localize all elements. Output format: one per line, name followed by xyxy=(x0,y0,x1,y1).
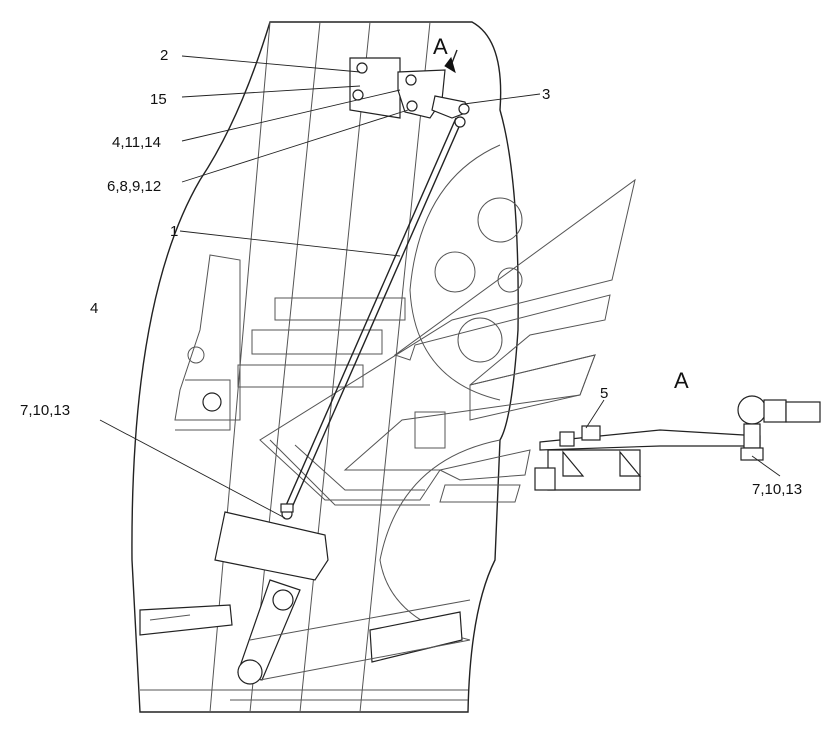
callout-2: 2 xyxy=(160,47,168,64)
callout-4-11-14: 4,11,14 xyxy=(112,134,161,151)
detail-view-a xyxy=(534,395,821,491)
left-lug xyxy=(174,254,241,431)
detail-view-label: A xyxy=(674,368,689,393)
callout-3: 3 xyxy=(542,86,550,103)
lower-lever xyxy=(139,511,471,685)
leader-lines xyxy=(99,55,781,519)
view-arrow-label: A xyxy=(433,34,448,59)
wheel-disk xyxy=(379,144,523,641)
callout-15: 15 xyxy=(150,91,167,108)
callout-1: 1 xyxy=(170,223,178,240)
chevron-arrows xyxy=(237,178,636,506)
top-bracket xyxy=(349,57,470,119)
callout-5: 5 xyxy=(600,385,608,402)
view-arrow xyxy=(444,49,458,74)
callout-7-10-13-left: 7,10,13 xyxy=(20,402,70,419)
callout-7-10-13-right: 7,10,13 xyxy=(752,481,802,498)
callout-6-8-9-12: 6,8,9,12 xyxy=(107,178,161,195)
callout-4: 4 xyxy=(90,300,98,317)
control-rod xyxy=(280,116,466,520)
